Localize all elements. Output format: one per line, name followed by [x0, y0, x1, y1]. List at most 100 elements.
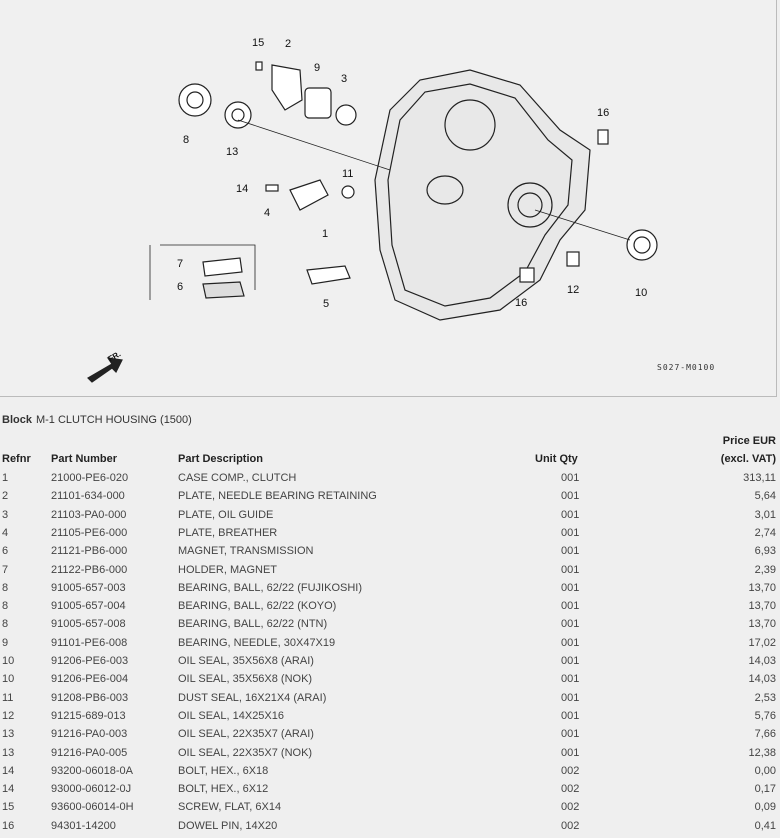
- drawing-code: S027-M0100: [657, 363, 716, 372]
- refnr-cell: 2: [2, 490, 9, 503]
- callout-10: 10: [635, 287, 648, 299]
- description-cell: OIL SEAL, 22X35X7 (NOK): [178, 746, 313, 759]
- table-row: 13 91216-PA0-005 OIL SEAL, 22X35X7 (NOK) 00…: [0, 747, 780, 765]
- description-cell: BEARING, BALL, 62/22 (FUJIKOSHI): [178, 581, 363, 594]
- qty-cell: 002: [561, 783, 580, 796]
- price-cell: 14,03: [748, 655, 776, 667]
- part-number-cell: 21105-PE6-000: [51, 526, 128, 539]
- part-number-cell: 91005-657-008: [51, 618, 126, 631]
- callout-13: 13: [226, 146, 239, 158]
- price-cell: 13,70: [748, 581, 776, 594]
- price-cell: 5,64: [754, 490, 776, 503]
- qty-cell: 002: [561, 801, 580, 814]
- part-number-cell: 91206-PE6-004: [51, 673, 129, 686]
- callout-11: 11: [342, 168, 354, 180]
- qty-cell: 001: [561, 581, 580, 594]
- qty-cell: 001: [561, 673, 580, 686]
- price-cell: 14,03: [748, 673, 776, 686]
- refnr-cell: 12: [2, 709, 15, 722]
- description-cell: HOLDER, MAGNET: [178, 563, 278, 576]
- refnr-cell: 10: [2, 673, 15, 686]
- price-cell: 0,17: [754, 783, 776, 796]
- callout-7: 7: [177, 258, 184, 270]
- description-cell: PLATE, OIL GUIDE: [178, 508, 274, 521]
- refnr-cell: 13: [2, 746, 15, 759]
- description-cell: BOLT, HEX., 6X18: [178, 764, 269, 777]
- refnr-cell: 16: [2, 819, 15, 832]
- refnr-cell: 10: [2, 655, 15, 667]
- description-cell: OIL SEAL, 35X56X8 (ARAI): [178, 655, 314, 667]
- description-cell: CASE COMP., CLUTCH: [178, 472, 297, 484]
- part-number-cell: 91216-PA0-003: [51, 728, 128, 741]
- part-number-cell: 91216-PA0-005: [51, 746, 128, 759]
- callout-4: 4: [264, 207, 271, 219]
- refnr-cell: 14: [2, 764, 15, 777]
- price-cell: 12,38: [748, 746, 776, 759]
- refnr-cell: 1: [2, 472, 9, 484]
- callout-2: 2: [285, 38, 292, 50]
- part-number-cell: 91101-PE6-008: [51, 636, 128, 649]
- refnr-cell: 8: [2, 618, 9, 631]
- price-cell: 13,70: [748, 600, 776, 613]
- callout-15: 15: [252, 37, 265, 49]
- parts-diagram: 15 2 9 3 8 13 16 11 14 4 1 7 6 5 16 12 1…: [0, 0, 777, 397]
- description-cell: DUST SEAL, 16X21X4 (ARAI): [178, 691, 327, 704]
- refnr-cell: 3: [2, 508, 9, 521]
- qty-cell: 001: [561, 636, 580, 649]
- part-number-cell: 21101-634-000: [51, 490, 125, 503]
- refnr-cell: 8: [2, 581, 9, 594]
- description-cell: BEARING, BALL, 62/22 (KOYO): [178, 600, 337, 613]
- part-number-cell: 91005-657-003: [51, 581, 126, 594]
- description-cell: DOWEL PIN, 14X20: [178, 819, 278, 832]
- price-cell: 3,01: [754, 508, 776, 521]
- part-number-cell: 94301-14200: [51, 819, 116, 832]
- qty-cell: 001: [561, 691, 580, 704]
- header-price-vat: (excl. VAT): [720, 453, 776, 465]
- qty-cell: 001: [561, 600, 580, 613]
- callout-16b: 16: [515, 297, 528, 309]
- refnr-cell: 4: [2, 526, 9, 539]
- price-cell: 2,53: [754, 691, 776, 704]
- description-cell: BOLT, HEX., 6X12: [178, 783, 269, 796]
- callout-5: 5: [323, 298, 330, 310]
- description-cell: MAGNET, TRANSMISSION: [178, 545, 314, 558]
- table-row: 8 91005-657-003 BEARING, BALL, 62/22 (FUJI…: [0, 582, 780, 600]
- callout-9: 9: [314, 62, 321, 74]
- part-number-cell: 91215-689-013: [51, 709, 126, 722]
- part-number-cell: 21103-PA0-000: [51, 508, 127, 521]
- qty-cell: 001: [561, 655, 580, 667]
- price-cell: 2,74: [754, 526, 776, 539]
- description-cell: PLATE, BREATHER: [178, 526, 278, 539]
- description-cell: OIL SEAL, 14X25X16: [178, 709, 284, 722]
- exploded-view-drawing: [87, 61, 658, 383]
- callout-12: 12: [567, 284, 580, 296]
- price-cell: 5,76: [754, 709, 776, 722]
- refnr-cell: 7: [2, 563, 9, 576]
- qty-cell: 001: [561, 508, 580, 521]
- callout-8: 8: [183, 134, 190, 146]
- refnr-cell: 15: [2, 801, 15, 814]
- qty-cell: 001: [561, 746, 580, 759]
- refnr-cell: 13: [2, 728, 15, 741]
- refnr-cell: 6: [2, 545, 9, 558]
- price-cell: 0,41: [754, 819, 776, 832]
- price-cell: 6,93: [754, 545, 776, 558]
- description-cell: SCREW, FLAT, 6X14: [178, 801, 282, 814]
- price-cell: 2,39: [754, 563, 776, 576]
- block-name: M-1 CLUTCH HOUSING (1500): [35, 414, 192, 426]
- qty-cell: 001: [561, 545, 580, 558]
- callout-6: 6: [177, 281, 184, 293]
- price-cell: 7,66: [754, 728, 776, 741]
- callout-16: 16: [597, 107, 610, 119]
